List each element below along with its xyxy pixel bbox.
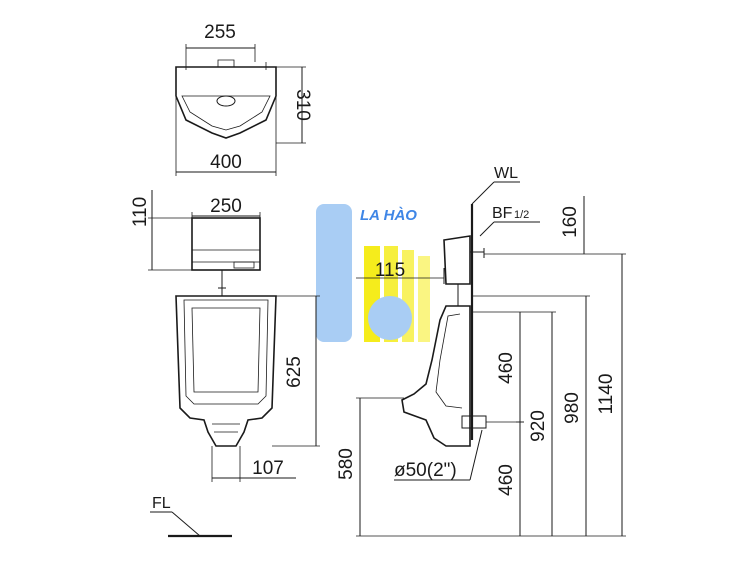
urinal-front-inner — [191, 307, 261, 393]
dim-wl-to-bf: 160 — [560, 206, 581, 238]
flush-tank — [191, 217, 261, 271]
top-view-bowl — [181, 95, 271, 131]
label-wall-line: WL — [494, 165, 518, 182]
label-bf-size: 1/2 — [514, 209, 529, 221]
dim-overall-980: 980 — [562, 392, 583, 424]
dim-spud-height: 920 — [528, 410, 549, 442]
floor-leader — [171, 511, 201, 537]
dim-outlet-diameter: ø50(2") — [394, 460, 457, 481]
urinal-side-inner — [435, 313, 463, 409]
dim-outlet-width: 107 — [252, 458, 284, 479]
label-floor-line: FL — [152, 495, 171, 512]
logo-yellow-bar-4 — [418, 256, 430, 342]
top-view-drain — [216, 95, 236, 107]
tank-button — [233, 261, 255, 269]
logo-blue-circle — [368, 296, 412, 340]
front-view: 110 250 625 107 — [130, 190, 320, 482]
outlet-leader — [469, 429, 483, 481]
dim-front-height: 625 — [284, 356, 305, 388]
dim-offset: 115 — [375, 260, 405, 281]
tank-side — [443, 235, 471, 285]
dim-floor-to-outlet: 580 — [336, 448, 357, 480]
urinal-side-outline — [401, 305, 471, 447]
brand-logo: LA HÀO — [316, 204, 430, 342]
dim-tank-width: 250 — [210, 196, 242, 217]
floor-line-group: FL — [150, 495, 232, 538]
urinal-front-outline — [175, 295, 277, 447]
top-view-spud — [217, 59, 235, 67]
dim-overall-1140: 1140 — [596, 374, 617, 415]
top-view-outline — [175, 66, 277, 139]
dim-top-depth: 310 — [292, 89, 313, 121]
label-bf: BF — [492, 205, 513, 222]
bf-leader — [479, 221, 495, 237]
dim-top-width: 400 — [210, 152, 242, 173]
side-view: WL BF 1/2 115 580 160 4 — [336, 165, 626, 537]
wl-leader — [471, 181, 495, 205]
dim-tank-height: 110 — [130, 197, 151, 227]
urinal-front-bowl — [183, 299, 269, 405]
top-view: 255 310 400 — [175, 22, 313, 176]
flush-pipe — [218, 270, 226, 296]
logo-text: LA HÀO — [360, 207, 417, 224]
dim-lower-section: 460 — [496, 464, 517, 496]
urinal-front-trap — [212, 423, 240, 433]
logo-blue-bar — [316, 204, 352, 342]
dim-top-inner-width: 255 — [204, 22, 236, 43]
dim-upper-section: 460 — [496, 352, 517, 384]
